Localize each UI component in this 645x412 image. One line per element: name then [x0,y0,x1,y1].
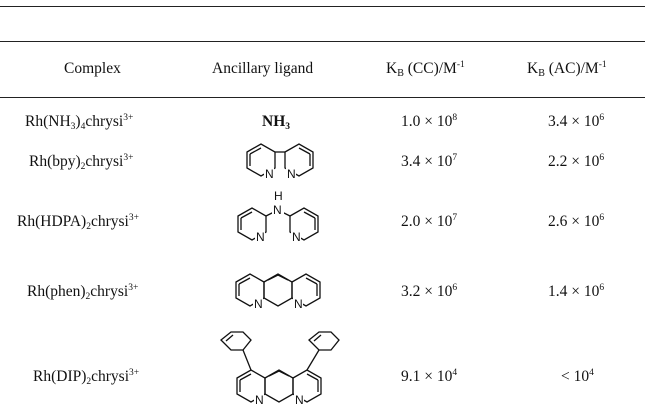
row-5-kb-cc: 9.1 × 104 [401,368,458,385]
row-1-kb-ac: 3.4 × 106 [548,113,605,130]
row-3-kb-cc: 2.0 × 107 [401,213,458,230]
dipyridylamine-structure-icon: H N N N [237,189,319,244]
dipyridylamine-h: H [274,189,283,203]
row-5-kb-ac: < 104 [561,368,594,385]
phenanthroline-structure-icon: N N [235,273,321,311]
phenanthroline-n1: N [254,297,263,311]
bipyridine-n2: N [287,167,296,181]
row-2-kb-cc: 3.4 × 107 [401,153,458,170]
bipyridine-structure-icon: N N [246,143,314,181]
header-complex: Complex [64,60,121,77]
row-2-complex: Rh(bpy)2chrysi3+ [29,153,134,172]
row-4-complex: Rh(phen)2chrysi3+ [27,283,139,302]
diphenylphenanthroline-structure-icon: N N [220,331,340,407]
row-4-kb-cc: 3.2 × 106 [401,283,458,300]
diphenylphenanthroline-n1: N [255,393,264,407]
bipyridine-n1: N [265,167,274,181]
header-kb-ac: KB (AC)/M-1 [527,60,607,79]
header-kb-cc: KB (CC)/M-1 [386,60,465,79]
dipyridylamine-n2: N [292,230,301,244]
phenanthroline-n2: N [294,297,303,311]
header-ligand: Ancillary ligand [212,60,314,77]
dipyridylamine-nh: N [273,203,282,217]
header-top-rule [0,41,645,42]
row-4-kb-ac: 1.4 × 106 [548,283,605,300]
dipyridylamine-n1: N [256,230,265,244]
top-rule [0,6,645,7]
row-1-kb-cc: 1.0 × 108 [401,113,458,130]
diphenylphenanthroline-n2: N [295,393,304,407]
row-1-ligand: NH3 [262,113,290,132]
row-2-kb-ac: 2.2 × 106 [548,153,605,170]
row-3-kb-ac: 2.6 × 106 [548,213,605,230]
row-5-complex: Rh(DIP)2chrysi3+ [33,368,140,387]
header-bottom-rule [0,97,645,98]
row-1-complex: Rh(NH3)4chrysi3+ [25,113,134,132]
row-3-complex: Rh(HDPA)2chrysi3+ [17,213,139,232]
